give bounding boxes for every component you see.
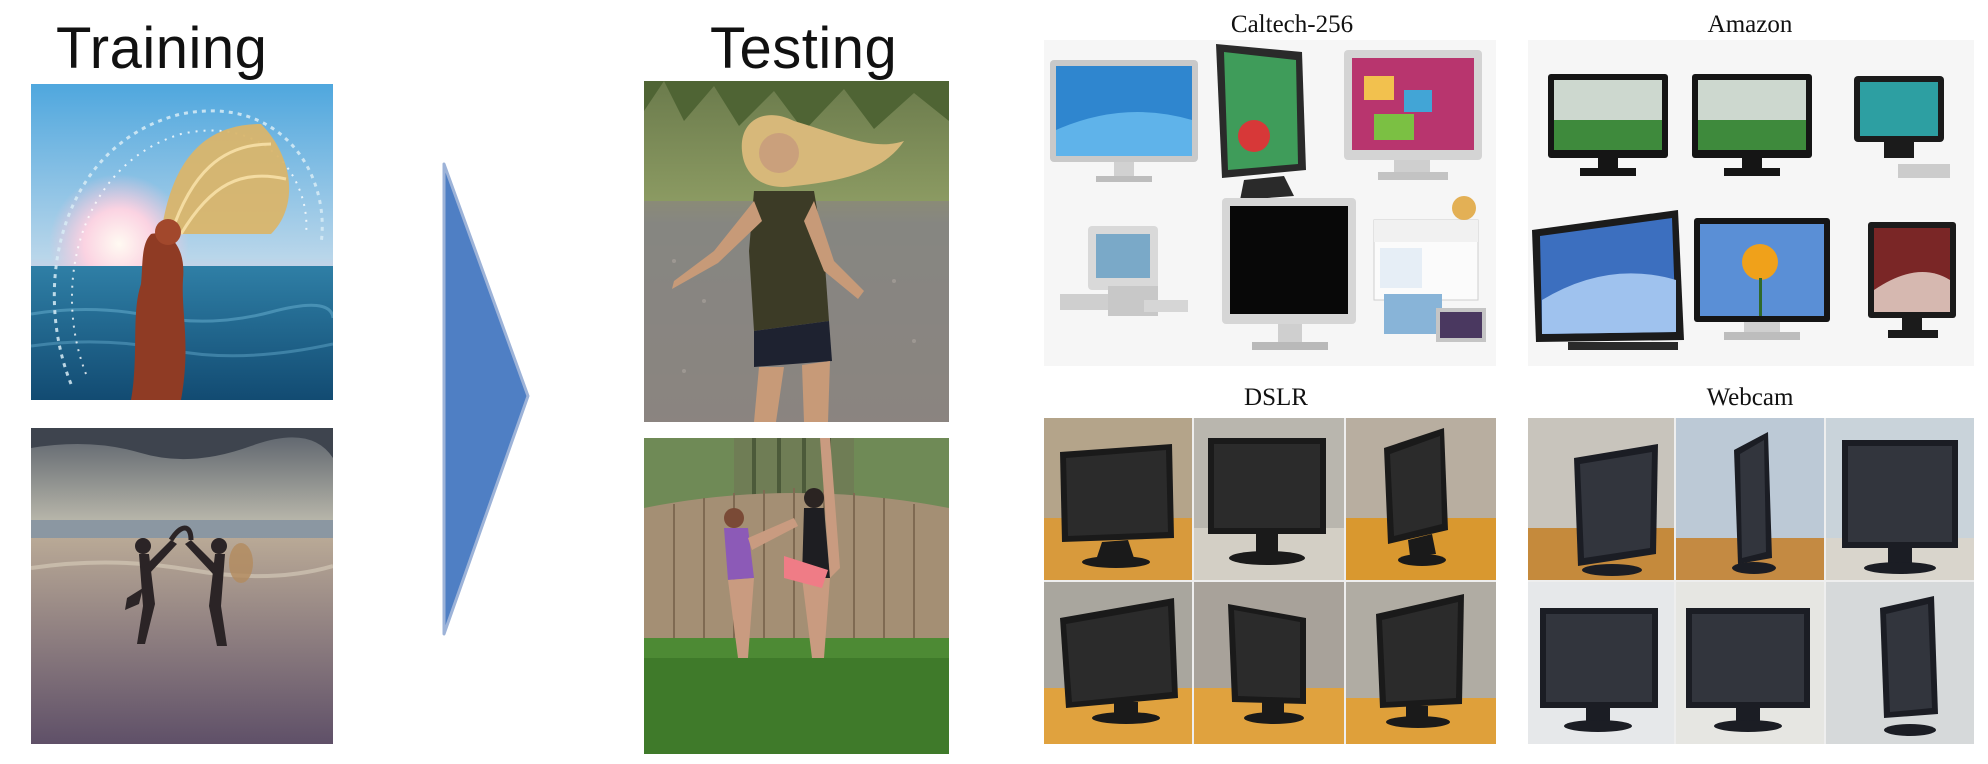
webcam-title: Webcam bbox=[1706, 384, 1794, 411]
testing-photo-backyard-yoga bbox=[644, 438, 949, 754]
webcam-image-grid bbox=[1528, 418, 1974, 744]
dslr-image-grid bbox=[1044, 418, 1496, 744]
caltech-monitor-3 bbox=[1344, 50, 1482, 180]
amazon-monitor-4 bbox=[1532, 210, 1684, 350]
amazon-monitor-5 bbox=[1694, 218, 1830, 340]
caltech-title: Caltech-256 bbox=[1230, 11, 1354, 38]
amazon-title: Amazon bbox=[1707, 11, 1793, 38]
caltech-monitor-1 bbox=[1050, 60, 1198, 182]
testing-photo-splash bbox=[644, 81, 949, 422]
dslr-title: DSLR bbox=[1244, 384, 1308, 411]
training-photo-hair-flip bbox=[31, 84, 333, 400]
amazon-image-grid bbox=[1528, 40, 1974, 366]
caltech-monitor-black bbox=[1222, 198, 1356, 350]
testing-title: Testing bbox=[710, 16, 898, 81]
amazon-monitor-3 bbox=[1854, 76, 1950, 178]
caltech-software-box bbox=[1373, 196, 1486, 342]
amazon-monitor-6 bbox=[1868, 222, 1956, 338]
training-photo-beach-yoga bbox=[31, 428, 333, 744]
amazon-monitor-1 bbox=[1548, 74, 1668, 176]
right-triangle-arrow-icon bbox=[442, 162, 530, 636]
caltech-computer-desktop bbox=[1060, 226, 1188, 316]
caltech-image-grid bbox=[1044, 40, 1496, 366]
caltech-monitor-2 bbox=[1216, 44, 1306, 200]
amazon-monitor-2 bbox=[1692, 74, 1812, 176]
training-title: Training bbox=[56, 16, 268, 81]
